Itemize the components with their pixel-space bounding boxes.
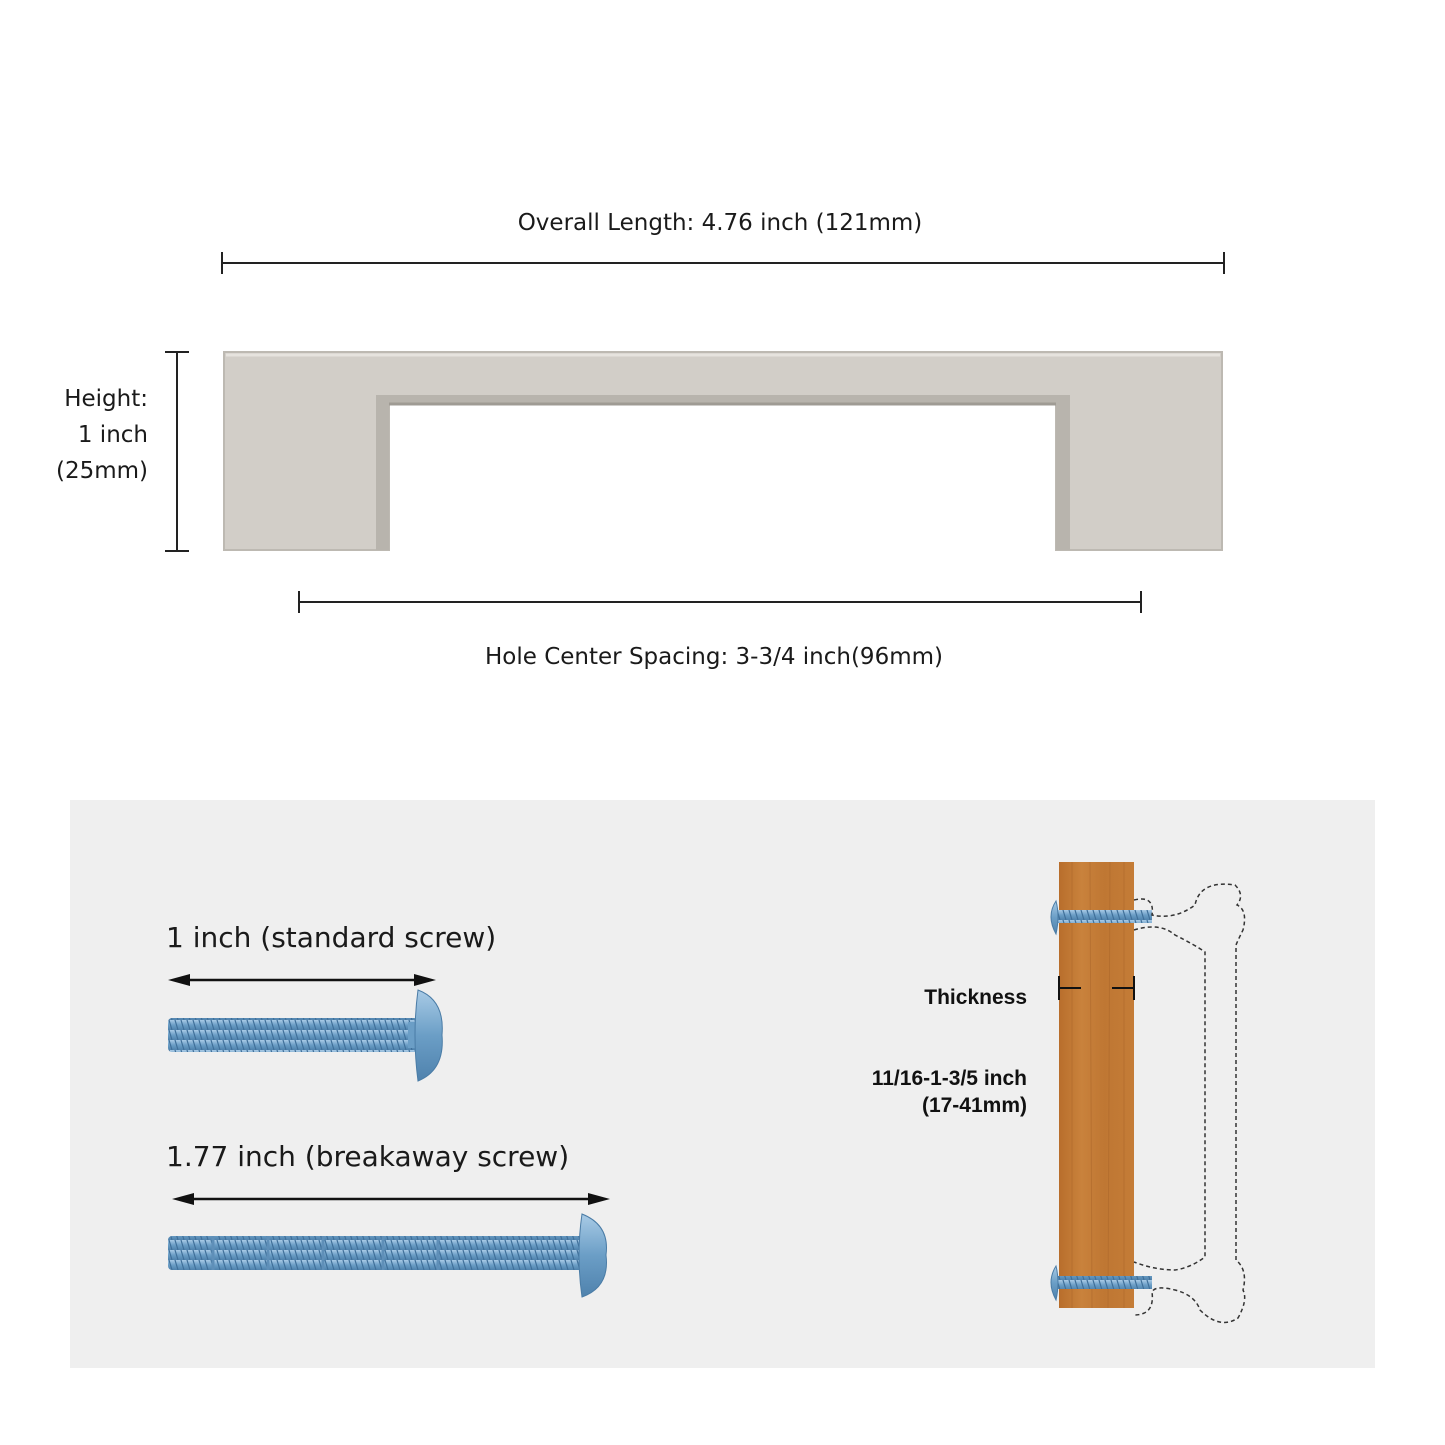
overall-length-label: Overall Length: 4.76 inch (121mm) — [518, 210, 923, 236]
screw-info-panel — [70, 800, 1375, 1368]
standard-screw-length-arrow — [168, 974, 436, 986]
overall-length-dimension-line — [221, 252, 1225, 274]
thickness-range-mm: (17-41mm) — [922, 1094, 1027, 1117]
thickness-range-inch: 11/16-1-3/5 inch — [872, 1067, 1027, 1090]
cabinet-handle — [223, 351, 1223, 551]
handle-outline-dashed — [1133, 883, 1246, 1324]
breakaway-screw-length-arrow — [172, 1193, 610, 1205]
standard-screw-icon — [168, 989, 443, 1082]
svg-text:(25mm): (25mm) — [56, 458, 148, 484]
breakaway-screw-label: 1.77 inch (breakaway screw) — [166, 1140, 569, 1173]
svg-text:Height:: Height: — [64, 386, 148, 412]
cabinet-door-board — [1059, 861, 1134, 1309]
height-dimension-line — [165, 351, 189, 552]
mounting-screw-bottom-icon — [1050, 1264, 1152, 1302]
hole-spacing-label: Hole Center Spacing: 3-3/4 inch(96mm) — [485, 644, 943, 670]
height-label: Height: 1 inch (25mm) — [56, 386, 148, 484]
svg-text:1 inch: 1 inch — [78, 422, 148, 448]
standard-screw-label: 1 inch (standard screw) — [166, 921, 496, 954]
thickness-title: Thickness — [924, 986, 1027, 1009]
thickness-marker — [1058, 976, 1135, 1000]
hole-spacing-dimension-line — [298, 591, 1142, 613]
mounting-screw-top-icon — [1050, 899, 1152, 936]
breakaway-screw-icon — [168, 1213, 607, 1298]
